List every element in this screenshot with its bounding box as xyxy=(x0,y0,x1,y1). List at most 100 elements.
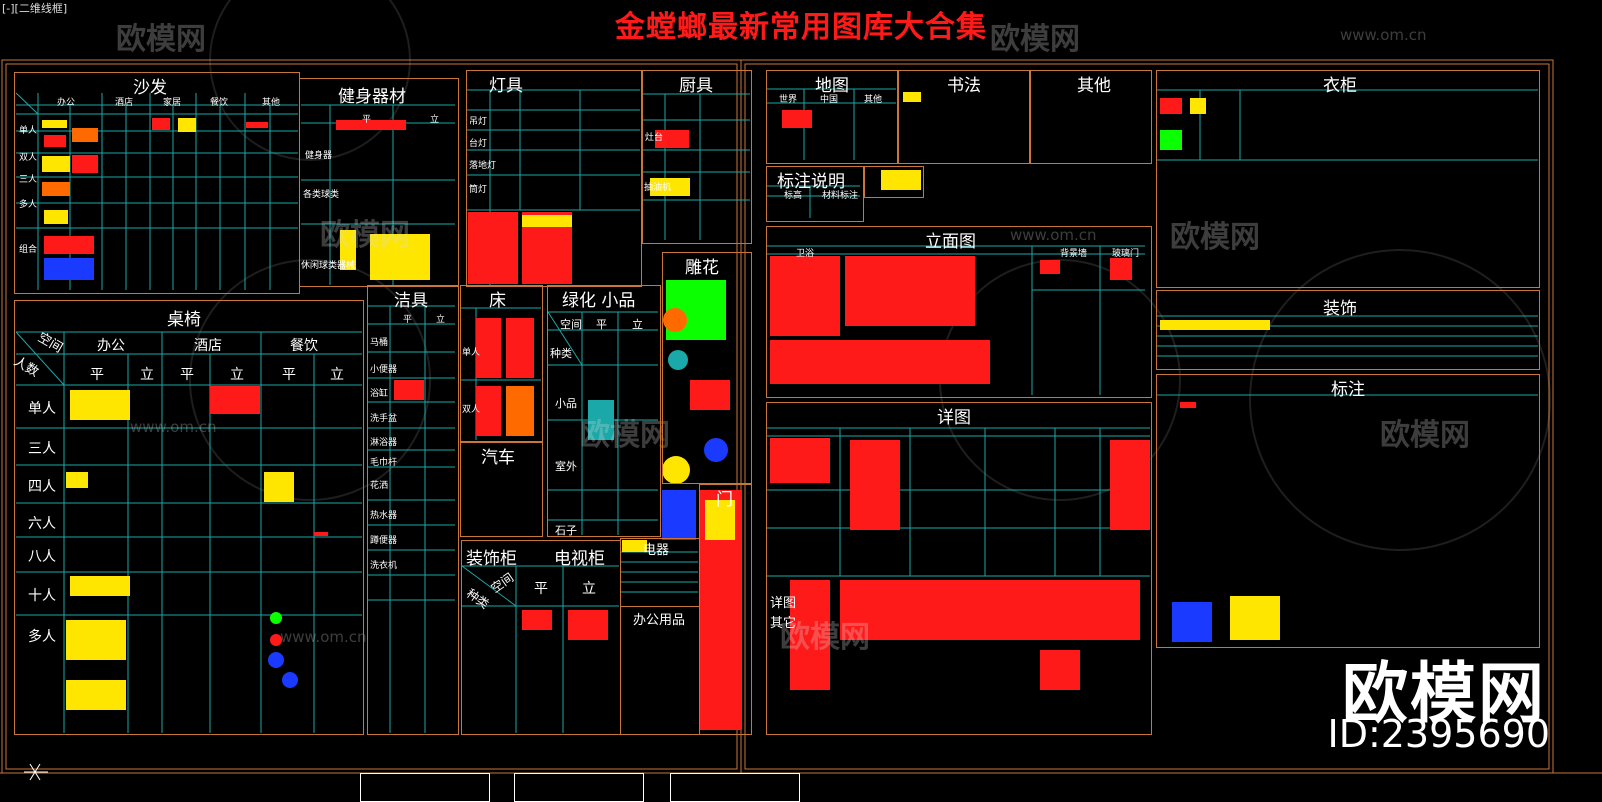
kitchen-title: 厨具 xyxy=(679,76,713,96)
elevation-section[interactable]: 立面图 xyxy=(766,226,1152,398)
table-chair-col-hotel: 酒店 xyxy=(194,338,222,354)
detail-row-label: 其它 xyxy=(770,616,797,631)
fitness-title: 健身器材 xyxy=(338,87,406,107)
detail-section[interactable]: 详图 xyxy=(766,402,1152,735)
kitchen-section[interactable]: 厨具 xyxy=(642,70,752,244)
annotation-note-col: 标高 xyxy=(784,191,803,201)
table-chair-title: 桌椅 xyxy=(167,310,201,330)
cabinet-title: 装饰柜 xyxy=(466,549,517,569)
sofa-row-label: 多人 xyxy=(19,200,38,210)
viewport-label[interactable]: [-][二维线框] xyxy=(2,2,68,15)
table-chair-section[interactable]: 桌椅 xyxy=(14,300,364,735)
appliance-section[interactable]: 电器 xyxy=(620,538,700,607)
map-col-label: 世界 xyxy=(779,95,798,105)
greenery-row-label: 小品 xyxy=(555,397,577,410)
watermark-url: www.om.cn xyxy=(280,628,367,646)
table-chair-row-label: 八人 xyxy=(28,549,56,565)
ucs-icon xyxy=(22,758,50,786)
sanitary-row-label: 小便器 xyxy=(370,365,398,375)
map-col-label: 其他 xyxy=(864,95,883,105)
table-chair-sub: 立 xyxy=(140,367,154,383)
watermark-url: www.om.cn xyxy=(1340,26,1427,44)
bed-section[interactable]: 床 xyxy=(460,285,543,442)
lamp-row-label: 筒灯 xyxy=(469,185,488,195)
sheet-thumbnail[interactable] xyxy=(670,773,800,802)
greenery-col-label: 平 xyxy=(596,318,607,331)
sofa-row-label: 三人 xyxy=(19,175,38,185)
watermark-logo: 欧模网 xyxy=(1380,418,1470,453)
calligraphy-section[interactable]: 书法 xyxy=(898,70,1030,164)
sheet-thumbnail[interactable] xyxy=(514,773,644,802)
sofa-title: 沙发 xyxy=(133,78,167,98)
table-chair-sub: 立 xyxy=(330,367,344,383)
wardrobe-section[interactable]: 衣柜 xyxy=(1156,70,1540,288)
tv-cabinet-title: 电视柜 xyxy=(554,549,605,569)
sheet-thumbnail[interactable] xyxy=(360,773,490,802)
sofa-col-office: 办公 xyxy=(57,98,76,108)
sanitary-row-label: 热水器 xyxy=(370,511,398,521)
lamp-title: 灯具 xyxy=(489,76,523,96)
office-supplies-section[interactable]: 办公用品 xyxy=(620,606,700,735)
annotation-note-extra[interactable] xyxy=(864,166,924,198)
detail-title: 详图 xyxy=(937,408,971,428)
lamp-row-label: 台灯 xyxy=(469,139,488,149)
annotation-note-title: 标注说明 xyxy=(777,172,845,192)
brand-logo: 欧模网 xyxy=(1342,655,1546,732)
elevation-col-label: 玻璃门 xyxy=(1112,249,1140,259)
annotation-note-col: 材料标注 xyxy=(822,191,859,201)
other-title: 其他 xyxy=(1077,76,1111,96)
sanitary-row-label: 洗手盆 xyxy=(370,414,398,424)
annotation-note-section[interactable]: 标注说明 xyxy=(766,166,864,222)
detail-row-label: 详图 xyxy=(770,596,797,611)
car-section[interactable]: 汽车 xyxy=(460,442,543,537)
map-col-label: 中国 xyxy=(820,95,839,105)
carving-section[interactable]: 雕花 xyxy=(662,252,752,484)
annotation-title: 标注 xyxy=(1331,380,1365,400)
watermark-logo: 欧模网 xyxy=(990,22,1080,57)
appliance-title: 电器 xyxy=(643,543,670,558)
lamp-row-label: 落地灯 xyxy=(469,161,497,171)
lamp-section[interactable]: 灯具 xyxy=(466,70,642,287)
bed-row-label: 单人 xyxy=(462,348,481,358)
cabinet-section[interactable]: 装饰柜 电视柜 xyxy=(461,540,621,735)
fitness-col-plan: 平 xyxy=(362,115,372,125)
sofa-col-other: 其他 xyxy=(262,98,281,108)
table-chair-sub: 平 xyxy=(180,367,194,383)
sanitary-section[interactable]: 洁具 xyxy=(367,285,459,735)
greenery-row-label: 室外 xyxy=(555,460,577,473)
greenery-section[interactable]: 绿化 小品 xyxy=(547,285,661,537)
annotation-section[interactable]: 标注 xyxy=(1156,374,1540,648)
table-chair-sub: 平 xyxy=(90,367,104,383)
map-section[interactable]: 地图 xyxy=(766,70,898,164)
watermark-url: www.om.cn xyxy=(1010,226,1097,244)
watermark-logo: 欧模网 xyxy=(580,418,670,453)
table-chair-col-office: 办公 xyxy=(97,338,125,354)
kitchen-row-label: 抽油机 xyxy=(644,183,672,193)
watermark-logo: 欧模网 xyxy=(320,218,410,253)
sanitary-row-label: 浴缸 xyxy=(370,389,389,399)
bed-row-label: 双人 xyxy=(462,405,481,415)
fitness-col-elev: 立 xyxy=(430,115,440,125)
watermark-logo: 欧模网 xyxy=(1170,220,1260,255)
sanitary-row-label: 马桶 xyxy=(370,338,389,348)
fitness-section[interactable]: 健身器材 xyxy=(299,78,459,287)
sofa-row-label: 组合 xyxy=(19,245,38,255)
cabinet-col-plan: 平 xyxy=(534,581,548,597)
wardrobe-title: 衣柜 xyxy=(1323,76,1357,96)
greenery-title: 绿化 小品 xyxy=(562,291,636,311)
lamp-row-label: 吊灯 xyxy=(469,117,488,127)
cabinet-col-elev: 立 xyxy=(582,581,596,597)
table-chair-row-label: 四人 xyxy=(28,479,56,495)
door-section[interactable]: 门 xyxy=(699,484,752,735)
sofa-col-hotel: 酒店 xyxy=(115,98,134,108)
decoration-section[interactable]: 装饰 xyxy=(1156,290,1540,370)
drawing-title: 金螳螂最新常用图库大合集 xyxy=(615,10,987,45)
other-section[interactable]: 其他 xyxy=(1030,70,1152,164)
fitness-row-label: 各类球类 xyxy=(303,190,340,200)
map-title: 地图 xyxy=(815,76,849,96)
fitness-row-label: 休闲球类器械 xyxy=(301,261,356,271)
kitchen-row-label: 灶台 xyxy=(645,133,664,143)
table-chair-row-label: 十人 xyxy=(28,588,56,604)
sofa-col-home: 家居 xyxy=(163,98,182,108)
